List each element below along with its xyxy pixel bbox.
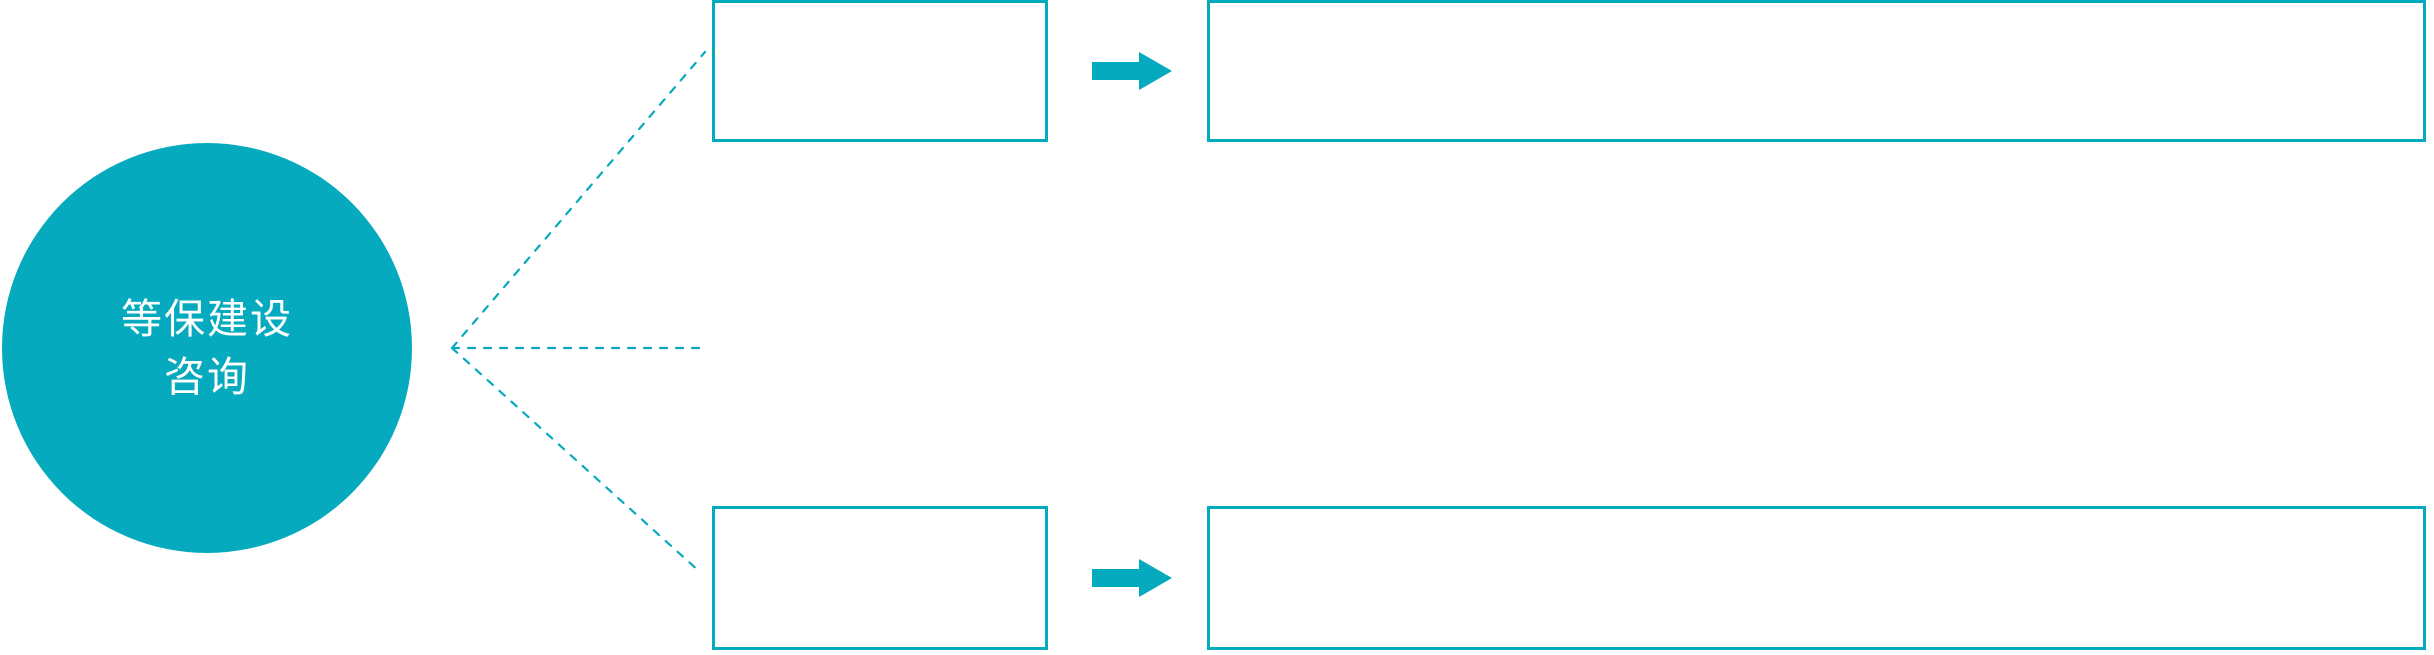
branch-row-2 [0, 253, 2434, 650]
hub-label-line-1: 等保建设 [121, 295, 293, 342]
branch-row-3 [0, 510, 2434, 655]
hub-label-line-2: 咨询 [164, 354, 250, 400]
stage-box-2[interactable] [712, 506, 1048, 650]
branch-row-1 [0, 0, 2434, 142]
arrow-right-icon-1 [1092, 52, 1172, 90]
hub-circle[interactable]: 等保建设 咨询 [2, 143, 412, 553]
arrow-right-icon-2 [1092, 559, 1172, 597]
detail-box-2[interactable] [1207, 506, 2426, 650]
stage-box-1[interactable] [712, 0, 1048, 142]
detail-box-1[interactable] [1207, 0, 2426, 142]
